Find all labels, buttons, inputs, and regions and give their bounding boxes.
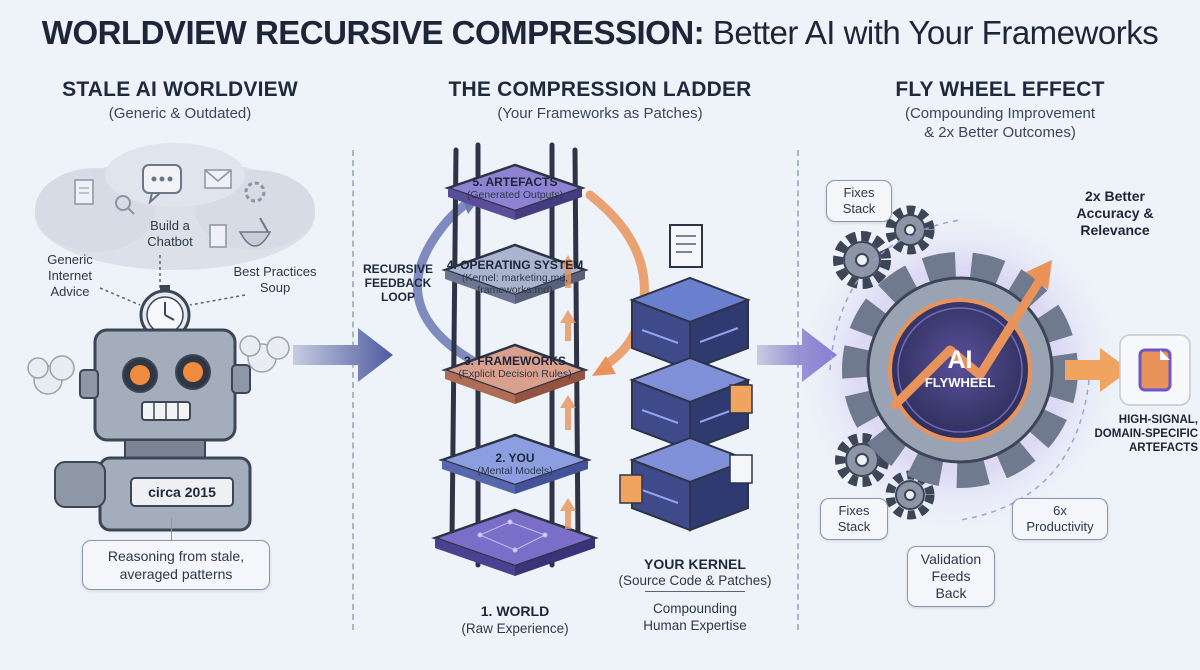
flywheel-illustration: [800, 200, 1191, 540]
kernel-divider: [645, 591, 745, 592]
patch-file-icon: [619, 474, 643, 504]
document-icon: [209, 224, 227, 248]
platform-artefacts: [444, 163, 586, 220]
fixes-stack-top-bubble: Fixes Stack: [826, 180, 892, 222]
step-frameworks: 3. FRAMEWORKS (Explicit Decision Rules): [440, 354, 590, 381]
cloud-label-build-chatbot: Build a Chatbot: [147, 218, 193, 249]
compression-ladder: [413, 142, 753, 576]
robot-head: [79, 328, 251, 442]
gear-icon: [244, 181, 266, 203]
step-you: 2. YOU (Mental Models): [450, 451, 580, 478]
small-gear: [833, 231, 891, 289]
left-subheading: (Generic & Outdated): [108, 105, 252, 122]
cloud-shape: [35, 143, 315, 270]
gear-label-ai: AI: [947, 346, 973, 374]
cloud-label-generic-advice: Generic Internet Advice: [47, 252, 93, 299]
kernel-server-stack: [619, 224, 753, 532]
small-gear: [885, 205, 935, 255]
document-icon: [669, 224, 703, 268]
step-title: 5. ARTEFACTS: [472, 175, 558, 189]
fixes-stack-bottom-bubble: Fixes Stack: [820, 498, 888, 540]
right-divider: [797, 150, 799, 630]
output-arrow: [1065, 348, 1130, 392]
middle-heading: THE COMPRESSION LADDER: [448, 78, 752, 101]
middle-subheading: (Your Frameworks as Patches): [497, 105, 703, 122]
search-icon: [115, 195, 135, 215]
validation-bubble: Validation Feeds Back: [907, 546, 995, 607]
accuracy-label: 2x Better Accuracy & Relevance: [1076, 188, 1154, 238]
artefact-icon: [1119, 334, 1191, 406]
step-world: 1. WORLD (Raw Experience): [440, 603, 590, 637]
step-operating-system: 4. OPERATING SYSTEM (Kernel: marketing.m…: [436, 258, 594, 297]
growth-arrow: [890, 275, 1045, 410]
title-rest: Better AI with Your Frameworks: [704, 14, 1159, 51]
step-title: 4. OPERATING SYSTEM: [446, 258, 584, 272]
step-artefacts: 5. ARTEFACTS (Generated Outputs): [445, 175, 585, 202]
step-subtitle: (Mental Models): [477, 465, 553, 477]
clock-icon: [139, 285, 191, 341]
step-subtitle: (Raw Experience): [461, 621, 569, 636]
growth-arrowhead: [1026, 260, 1052, 290]
productivity-bubble: 6x Productivity: [1012, 498, 1108, 540]
step-subtitle: (Kernel: marketing.md, frameworks.md): [461, 272, 569, 296]
arrow-to-ladder: [293, 328, 393, 382]
patch-file-icon: [729, 384, 753, 414]
left-divider: [352, 150, 354, 630]
platform-you: [438, 433, 592, 494]
ai-flywheel-gear: [842, 252, 1078, 488]
kernel-title: YOUR KERNEL: [644, 556, 746, 572]
platform-operating-system: [441, 243, 589, 304]
gear-label-flywheel: FLYWHEEL: [924, 375, 996, 390]
step-subtitle: (Explicit Decision Rules): [458, 368, 572, 380]
step-title: 1. WORLD: [480, 603, 550, 619]
recursive-loop-label: RECURSIVE FEEDBACK LOOP: [362, 262, 433, 304]
steam-puff: [27, 335, 290, 395]
step-subtitle: (Generated Outputs): [466, 189, 564, 201]
document-icon: [729, 454, 753, 484]
chat-icon: [142, 164, 182, 205]
caption-connector: [171, 518, 172, 540]
step-title: 3. FRAMEWORKS: [464, 354, 566, 368]
cloud-label-best-practices: Best Practices Soup: [233, 264, 317, 295]
circa-badge: circa 2015: [130, 477, 234, 507]
platform-world: [431, 508, 599, 576]
right-heading: FLY WHEEL EFFECT: [895, 78, 1105, 101]
title-bold: WORLDVIEW RECURSIVE COMPRESSION:: [41, 14, 705, 51]
kernel-caption: Compounding Human Expertise: [643, 601, 747, 633]
left-heading: STALE AI WORLDVIEW: [62, 78, 298, 101]
platform-frameworks: [441, 343, 589, 404]
upward-arrows: [560, 255, 576, 529]
right-subheading: (Compounding Improvement & 2x Better Out…: [904, 105, 1096, 141]
artefacts-output-label: HIGH-SIGNAL, DOMAIN-SPECIFIC ARTEFACTS: [1094, 414, 1199, 454]
stale-robot-illustration: [27, 143, 315, 532]
left-caption-bubble: Reasoning from stale, averaged patterns: [82, 540, 270, 590]
envelope-icon: [204, 169, 232, 189]
page-title: WORLDVIEW RECURSIVE COMPRESSION: Better …: [0, 14, 1200, 52]
bowl-icon: [238, 217, 272, 247]
step-title: 2. YOU: [495, 451, 535, 465]
kernel-subtitle: (Source Code & Patches): [618, 573, 772, 588]
document-icon: [74, 179, 94, 205]
loop-arrowhead-right: [592, 356, 616, 376]
